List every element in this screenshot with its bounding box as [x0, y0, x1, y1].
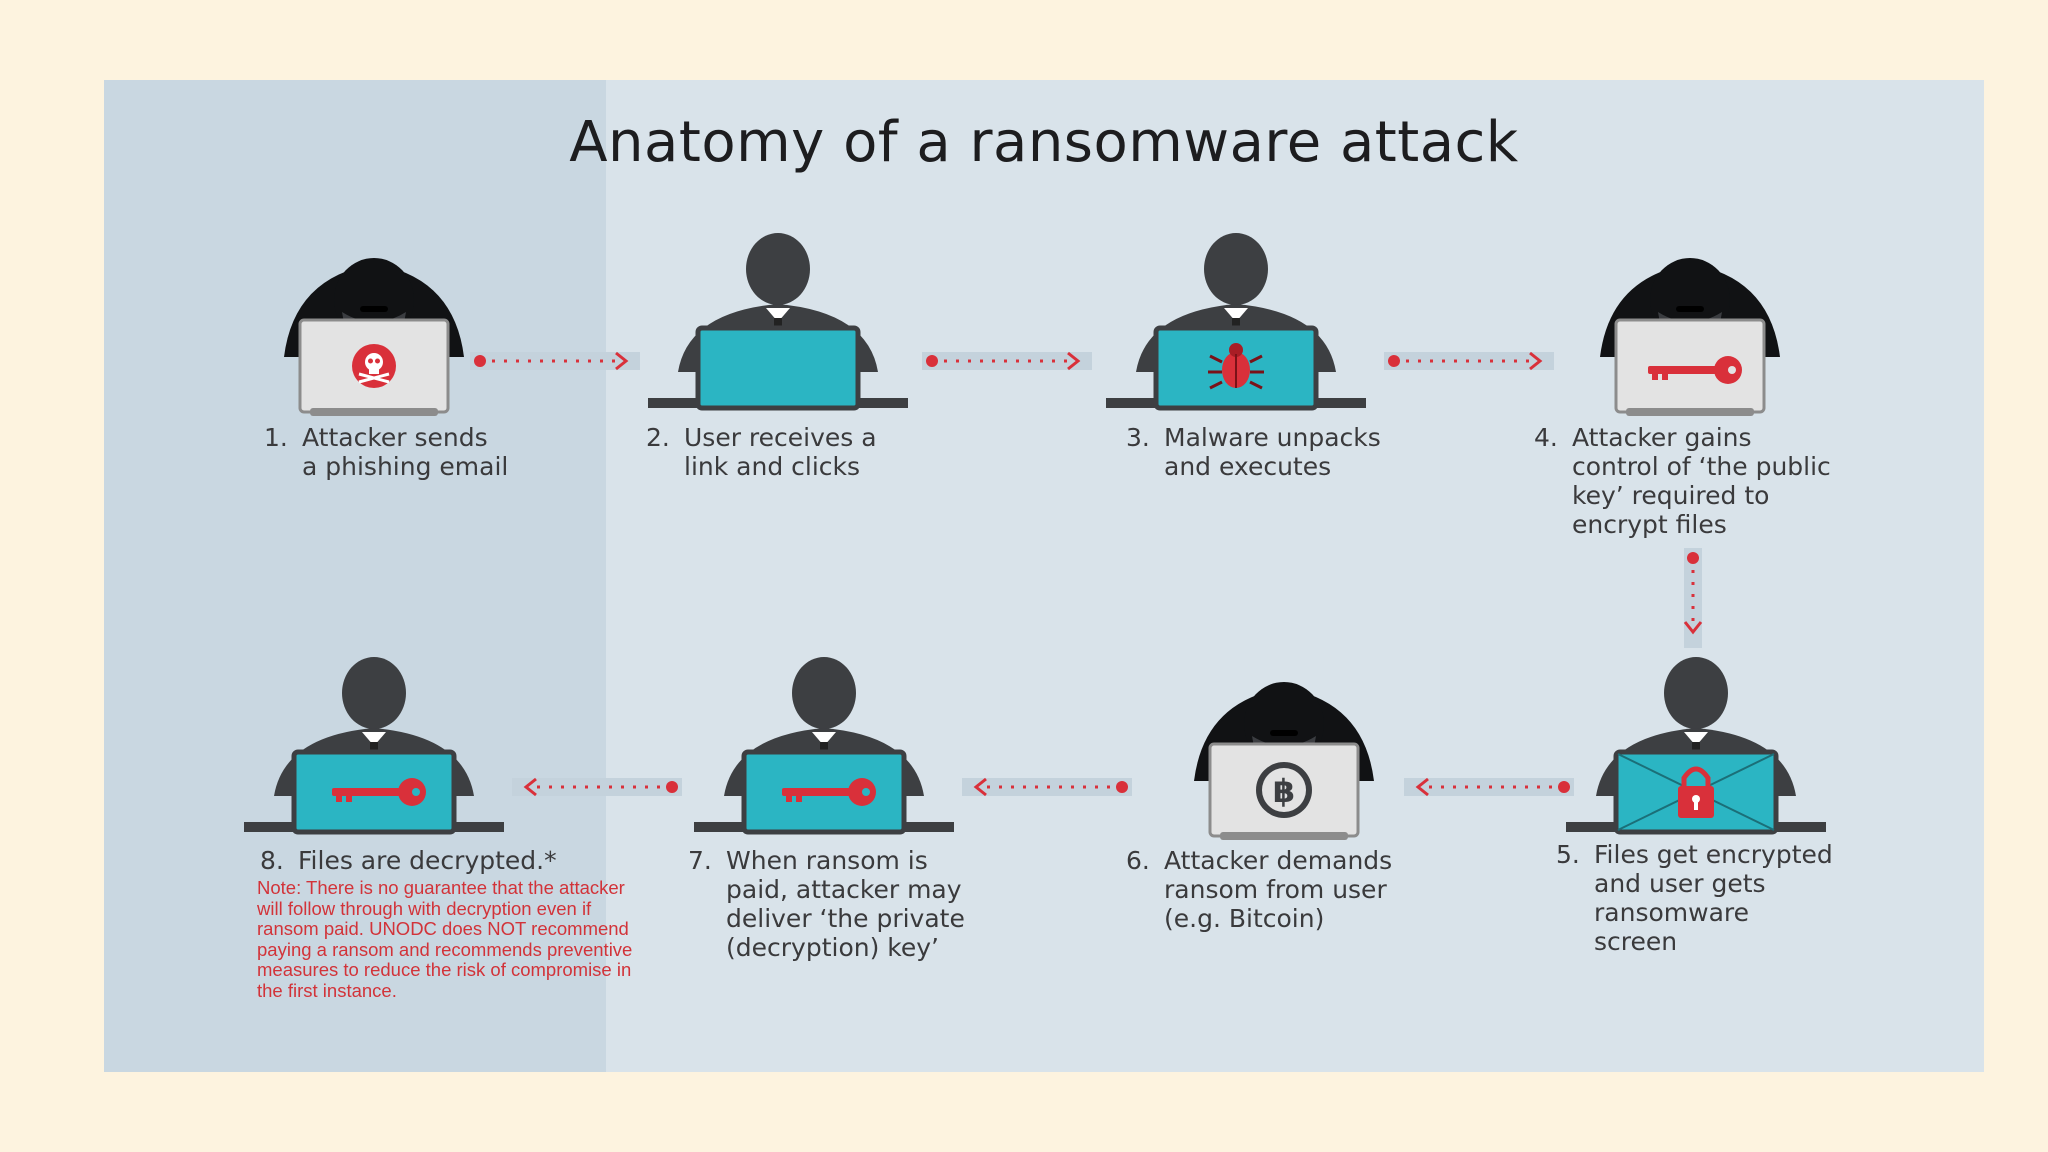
arrow-6-to-7	[962, 777, 1132, 797]
step-text: Files get encrypted	[1594, 840, 1833, 869]
bug-icon	[1208, 343, 1264, 390]
step-text: a phishing email	[302, 452, 509, 481]
svg-text:฿: ฿	[1273, 772, 1295, 810]
arrow-3-to-4	[1384, 351, 1554, 371]
step-number: 5.	[1556, 840, 1580, 869]
step-1-attacker-figure	[244, 222, 504, 422]
step-text: Malware unpacks	[1164, 423, 1381, 452]
skull-crossbones-icon	[352, 344, 396, 388]
step-6-attacker-figure: ฿	[1154, 646, 1414, 846]
key-icon	[1648, 356, 1742, 384]
diagram-panel: Anatomy of a ransomware attack	[104, 80, 1984, 1072]
step-8-user-figure	[244, 646, 504, 846]
step-number: 4.	[1534, 423, 1558, 452]
step-text: (decryption) key’	[726, 933, 939, 962]
step-text: and executes	[1164, 452, 1332, 481]
step-4-caption: 4.Attacker gains control of ‘the public …	[1534, 423, 1831, 539]
step-text: When ransom is	[726, 846, 928, 875]
step-3-user-figure	[1106, 222, 1366, 422]
step-2-user-figure	[648, 222, 908, 422]
step-text: and user gets	[1594, 869, 1766, 898]
step-text: User receives a	[684, 423, 877, 452]
step-number: 6.	[1126, 846, 1150, 875]
step-text: Files are decrypted.*	[298, 846, 557, 875]
diagram-title: Anatomy of a ransomware attack	[569, 110, 1519, 175]
step-7-user-figure	[694, 646, 954, 846]
disclaimer-note: Note: There is no guarantee that the att…	[257, 877, 633, 1001]
step-text: key’ required to	[1572, 481, 1770, 510]
step-text: Attacker gains	[1572, 423, 1752, 452]
step-text: deliver ‘the private	[726, 904, 965, 933]
step-2-caption: 2. User receives a link and clicks	[646, 423, 877, 481]
arrow-1-to-2	[470, 351, 640, 371]
step-number: 8.	[260, 846, 284, 875]
arrow-5-to-6	[1404, 777, 1574, 797]
step-6-caption: 6. Attacker demands ransom from user (e.g…	[1126, 846, 1392, 933]
step-number: 2.	[646, 423, 670, 452]
step-text: ransomware	[1594, 898, 1749, 927]
arrow-2-to-3	[922, 351, 1092, 371]
step-text: encrypt files	[1572, 510, 1727, 539]
step-text: control of ‘the public	[1572, 452, 1831, 481]
arrow-7-to-8	[512, 777, 682, 797]
step-5-user-figure	[1566, 646, 1826, 846]
padlock-icon	[1678, 766, 1714, 818]
step-text: link and clicks	[684, 452, 861, 481]
step-text: Attacker sends	[302, 423, 488, 452]
step-number: 1.	[264, 423, 288, 452]
step-text: Attacker demands	[1164, 846, 1393, 875]
step-5-caption: 5. Files get encrypted and user gets rans…	[1556, 840, 1833, 956]
step-number: 7.	[688, 846, 712, 875]
bitcoin-icon: ฿	[1256, 762, 1312, 818]
step-text: (e.g. Bitcoin)	[1164, 904, 1325, 933]
step-1-caption: 1. Attacker sends a phishing email	[264, 423, 508, 481]
step-text: screen	[1594, 927, 1678, 956]
step-4-attacker-figure	[1560, 222, 1820, 422]
step-text: paid, attacker may	[726, 875, 962, 904]
step-8-caption: 8. Files are decrypted.*	[260, 846, 557, 875]
step-number: 3.	[1126, 423, 1150, 452]
key-icon	[782, 778, 876, 806]
arrow-4-to-5	[1683, 548, 1703, 648]
step-3-caption: 3. Malware unpacks and executes	[1126, 423, 1381, 481]
panel-left-shade	[104, 80, 606, 1072]
step-text: ransom from user	[1164, 875, 1387, 904]
step-7-caption: 7. When ransom is paid, attacker may deli…	[688, 846, 965, 962]
key-icon	[332, 778, 426, 806]
